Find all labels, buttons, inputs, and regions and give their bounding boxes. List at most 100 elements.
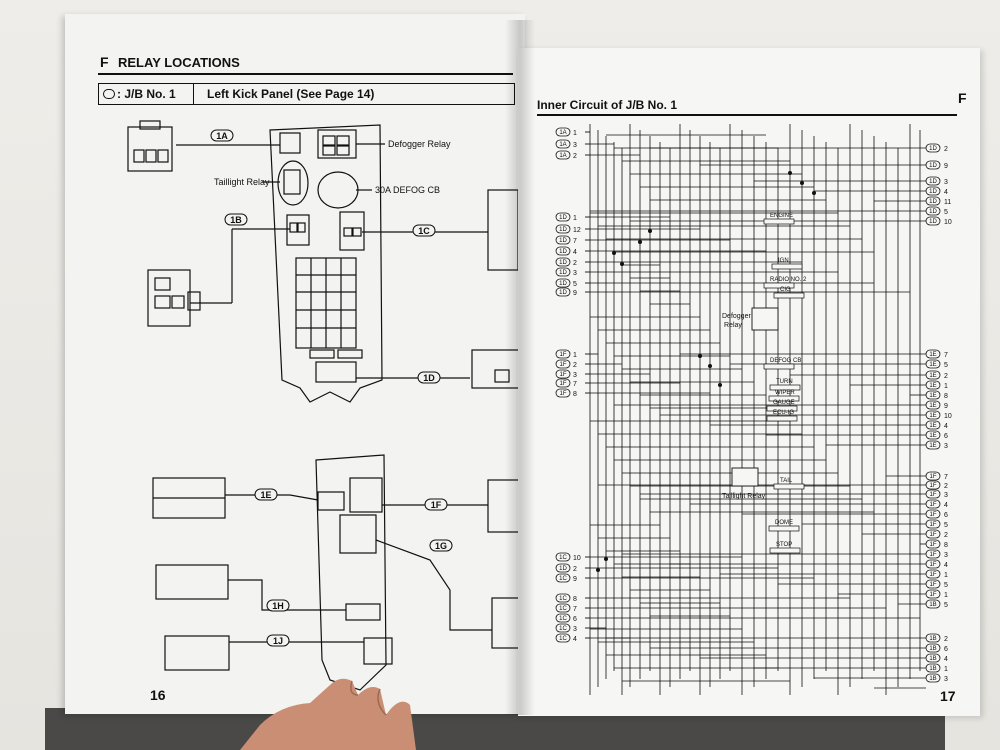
connector-1h (155, 564, 229, 600)
right-pin-0-pin: 2 (944, 146, 948, 153)
left-pin-15-tag (555, 388, 571, 398)
component-label-stop: STOP (776, 542, 792, 548)
left-pin-21-tag (555, 613, 571, 623)
left-pin-3-tag (555, 212, 571, 222)
right-pin-12-conn: 1E (929, 403, 936, 409)
fuse-gauge (766, 405, 798, 412)
left-pin-2-tag (555, 150, 571, 160)
left-pin-9-tag (555, 278, 571, 288)
component-label-defog_cb: DEFOG CB (770, 358, 801, 364)
right-pin-29-pin: 1 (944, 592, 948, 599)
tag-1b: 1B (230, 215, 242, 225)
right-pin-5-pin: 5 (944, 209, 948, 216)
right-pin-30-conn: 1B (929, 602, 936, 608)
right-pin-33-pin: 4 (944, 656, 948, 663)
jb-1j-port (363, 637, 393, 665)
left-pin-23-tag (555, 633, 571, 643)
left-pin-8-tag (555, 267, 571, 277)
right-pin-13-conn: 1E (929, 413, 936, 419)
fuse-wiper (768, 395, 800, 402)
right-pin-22-conn: 1F (929, 522, 936, 528)
junction-dot-7 (604, 557, 608, 561)
left-pin-18-tag (555, 573, 571, 583)
right-pin-9-conn: 1E (929, 373, 936, 379)
left-pin-6-pin: 4 (573, 249, 577, 256)
right-page-number: 17 (940, 688, 956, 704)
connector-1j (164, 635, 230, 671)
right-pin-22-pin: 5 (944, 522, 948, 529)
left-pin-6-tag (555, 246, 571, 256)
right-pin-19-conn: 1F (929, 492, 936, 498)
left-pin-21-conn: 1C (559, 616, 567, 622)
left-pin-7-pin: 2 (573, 260, 577, 267)
left-pin-17-pin: 2 (573, 566, 577, 573)
left-pin-11-conn: 1F (559, 352, 566, 358)
connector-1g (491, 597, 520, 649)
left-pin-17-conn: 1D (559, 566, 567, 572)
left-pin-10-pin: 9 (573, 290, 577, 297)
left-header-rule (98, 73, 513, 75)
right-pin-21-conn: 1F (929, 512, 936, 518)
taillight-relay-symbol (731, 467, 759, 487)
right-pin-3-conn: 1D (929, 189, 937, 195)
left-pin-5-conn: 1D (559, 238, 567, 244)
left-pin-22-conn: 1C (559, 626, 567, 632)
right-pin-28-conn: 1F (929, 582, 936, 588)
label-defog-cb: 30A DEFOG CB (375, 185, 440, 195)
right-pin-6-pin: 10 (944, 219, 952, 226)
left-pin-7-conn: 1D (559, 260, 567, 266)
jb-1g-port (339, 514, 377, 554)
tag-1e: 1E (260, 490, 271, 500)
component-label-turn: TURN (776, 379, 793, 385)
fuse-turn (769, 384, 801, 391)
left-pin-14-pin: 7 (573, 381, 577, 388)
defogger-relay-label-2: Relay (724, 322, 742, 329)
taillight-relay-oval (277, 160, 309, 206)
fuse-ign (771, 263, 803, 270)
left-pin-14-tag (555, 378, 571, 388)
right-pin-21-pin: 6 (944, 512, 948, 519)
tag-1a: 1A (216, 131, 228, 141)
jb-1c-port (339, 211, 365, 251)
right-pin-7-pin: 7 (944, 352, 948, 359)
left-pin-15-pin: 8 (573, 391, 577, 398)
jb-location-bar: : J/B No. 1 Left Kick Panel (See Page 14… (98, 83, 515, 105)
left-section-letter: F (100, 54, 109, 70)
right-pin-25-pin: 3 (944, 552, 948, 559)
left-pin-1-pin: 3 (573, 142, 577, 149)
right-pin-26-conn: 1F (929, 562, 936, 568)
tag-1d: 1D (423, 373, 435, 383)
left-pin-17-tag (555, 563, 571, 573)
right-pin-9-pin: 2 (944, 373, 948, 380)
left-pin-9-conn: 1D (559, 281, 567, 287)
left-pin-20-tag (555, 603, 571, 613)
left-pin-22-tag (555, 623, 571, 633)
left-pin-4-conn: 1D (559, 227, 567, 233)
jb-1f-port (349, 477, 383, 513)
fuse-tail (773, 483, 805, 490)
left-pin-6-conn: 1D (559, 249, 567, 255)
right-pin-2-pin: 3 (944, 179, 948, 186)
junction-dot-2 (638, 240, 642, 244)
left-pin-23-pin: 4 (573, 636, 577, 643)
right-pin-15-conn: 1E (929, 433, 936, 439)
right-pin-0-conn: 1D (929, 146, 937, 152)
right-pin-12-pin: 9 (944, 403, 948, 410)
left-pin-7-tag (555, 257, 571, 267)
right-pin-25-conn: 1F (929, 552, 936, 558)
left-pin-0-pin: 1 (573, 130, 577, 137)
right-pin-30-pin: 5 (944, 602, 948, 609)
left-pin-1-conn: 1A (559, 142, 566, 148)
defogger-relay-label-1: Defogger (722, 313, 751, 320)
left-pin-22-pin: 3 (573, 626, 577, 633)
left-pin-8-conn: 1D (559, 270, 567, 276)
left-pin-16-tag (555, 552, 571, 562)
right-pin-17-conn: 1F (929, 474, 936, 480)
jb-label: : J/B No. 1 (99, 84, 194, 104)
junction-dot-11 (788, 171, 792, 175)
right-pin-15-pin: 6 (944, 433, 948, 440)
left-pin-19-conn: 1C (559, 596, 567, 602)
jb-1h-port (345, 603, 381, 621)
